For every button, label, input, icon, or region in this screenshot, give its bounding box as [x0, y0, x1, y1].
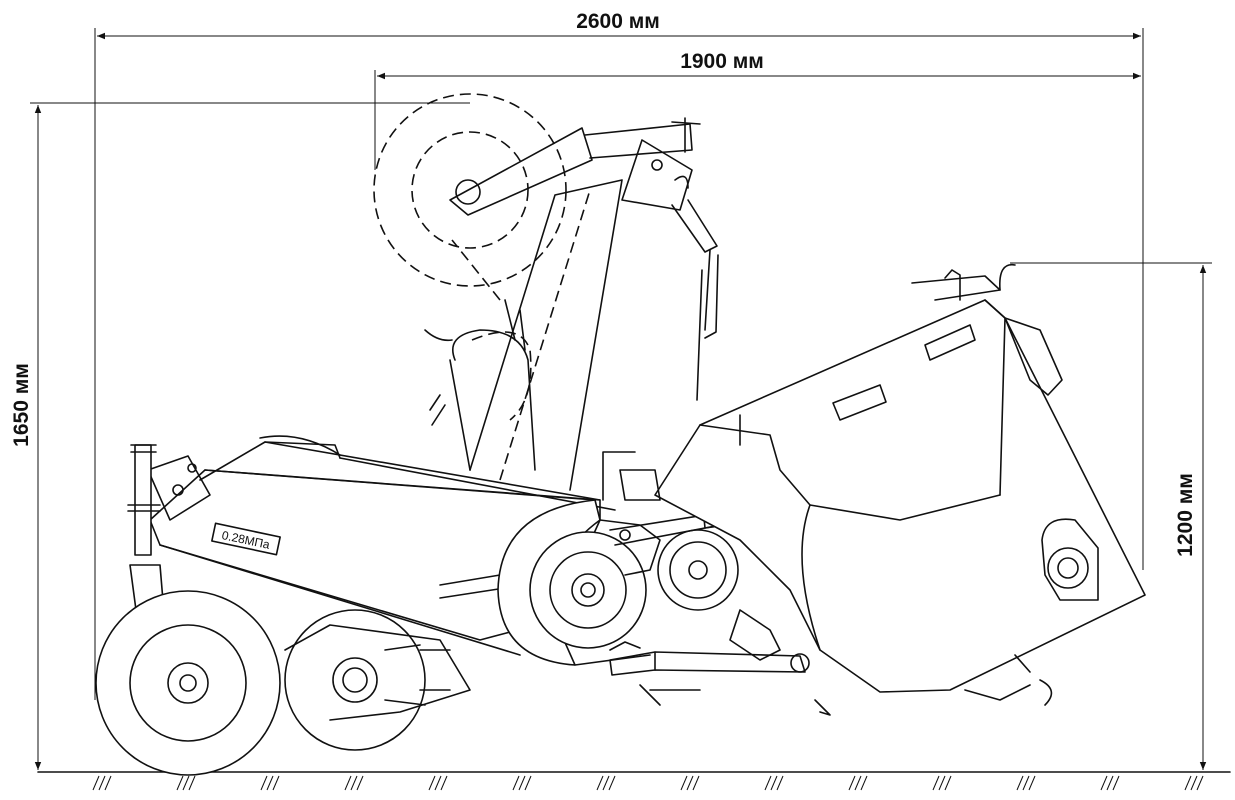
ground-hatch	[434, 775, 442, 791]
ground-hatch	[608, 775, 616, 791]
ground-hatch	[1184, 775, 1192, 791]
ground-hatch	[440, 775, 448, 791]
ground-hatch	[428, 775, 436, 791]
main-frame: 0.28МПа	[147, 435, 616, 656]
ground-hatch	[92, 775, 100, 791]
ground-hatch	[686, 775, 694, 791]
lifting-mast	[424, 179, 623, 491]
ground-hatch	[860, 775, 868, 791]
ground-line	[37, 771, 1231, 791]
ground-hatch	[848, 775, 856, 791]
dimension-overall-height: 1650 мм	[10, 102, 470, 770]
dimension-frame-length: 1900 мм	[374, 50, 1141, 170]
ground-hatch	[344, 775, 352, 791]
overall-length-label: 2600 мм	[576, 10, 660, 33]
ground-hatch	[350, 775, 358, 791]
ground-hatch	[524, 775, 532, 791]
ground-hatch	[1100, 775, 1108, 791]
front-wheel	[95, 590, 281, 776]
ground-hatch	[1028, 775, 1036, 791]
ground-hatch	[1190, 775, 1198, 791]
ground-hatch	[1106, 775, 1114, 791]
hydraulic-cylinder	[609, 609, 810, 706]
raised-bracket	[621, 139, 719, 401]
overall-height-label: 1650 мм	[10, 363, 33, 447]
ground-hatch	[518, 775, 526, 791]
ground-hatch	[602, 775, 610, 791]
drive-wheel	[284, 609, 471, 751]
ground-hatch	[932, 775, 940, 791]
ground-hatch	[356, 775, 364, 791]
ground-hatch	[98, 775, 106, 791]
ground-hatch	[266, 775, 274, 791]
ground-hatch	[944, 775, 952, 791]
ground-hatch	[596, 775, 604, 791]
ground-hatch	[176, 775, 184, 791]
ground-hatch	[1022, 775, 1030, 791]
hub-guard	[497, 499, 647, 666]
ground-hatch	[1016, 775, 1024, 791]
ground-hatch	[104, 775, 112, 791]
ground-hatch	[188, 775, 196, 791]
ground-hatch	[1196, 775, 1204, 791]
rear-housing	[602, 263, 1146, 706]
transport-height-label: 1200 мм	[1174, 473, 1197, 557]
ground-hatch	[938, 775, 946, 791]
ground-hatch	[182, 775, 190, 791]
ground-hatch	[680, 775, 688, 791]
ground-hatch	[512, 775, 520, 791]
lower-link	[574, 519, 831, 716]
dimension-overall-length: 2600 мм	[94, 10, 1144, 700]
ground-hatch	[260, 775, 268, 791]
ground-hatch	[1112, 775, 1120, 791]
ground-hatch	[854, 775, 862, 791]
frame-length-label: 1900 мм	[680, 50, 764, 73]
ground-hatch	[776, 775, 784, 791]
ground-hatch	[770, 775, 778, 791]
raised-wheel-phantom	[373, 93, 701, 421]
dimension-transport-height: 1200 мм	[1010, 262, 1212, 770]
ground-hatch	[692, 775, 700, 791]
ground-hatch	[272, 775, 280, 791]
ground-hatch	[764, 775, 772, 791]
